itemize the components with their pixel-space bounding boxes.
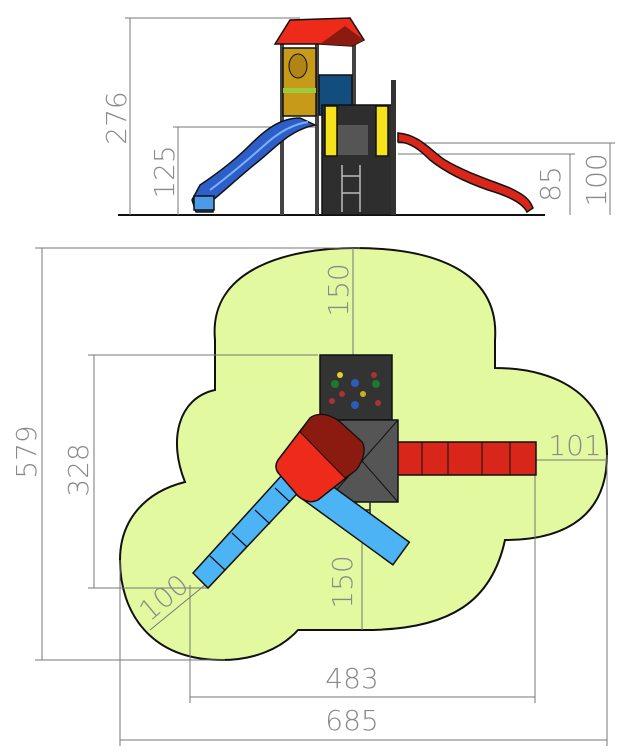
dim-label-328: 328 — [62, 443, 95, 496]
climbing-wall — [319, 354, 393, 421]
dim-483: 483 — [189, 460, 536, 703]
red-slide-plan — [395, 441, 537, 476]
dim-150-top: 150 — [322, 248, 355, 355]
dim-276: 276 — [100, 17, 300, 215]
dim-328: 328 — [62, 354, 318, 589]
dim-579: 579 — [10, 247, 360, 661]
dim-label-685: 685 — [325, 704, 378, 737]
dim-label-579: 579 — [10, 425, 43, 478]
tower — [273, 17, 396, 216]
red-wavy-slide — [397, 132, 534, 214]
dim-125: 125 — [148, 126, 315, 215]
dim-label-483: 483 — [325, 662, 378, 695]
dim-label-125: 125 — [148, 145, 181, 198]
climbing-holds — [329, 372, 381, 409]
dim-label-100: 100 — [580, 153, 613, 206]
dim-label-150-bottom: 150 — [326, 555, 359, 608]
ladder — [341, 165, 361, 212]
plan-view: 579 328 150 150 101 100 483 — [10, 246, 609, 746]
dim-label-276: 276 — [100, 91, 133, 144]
dim-85-100: 85 100 — [398, 142, 615, 215]
side-view: 276 125 85 100 — [100, 17, 615, 216]
dim-label-101: 101 — [548, 429, 601, 462]
dim-685: 685 — [119, 455, 608, 746]
blue-wavy-slide — [191, 117, 318, 213]
dim-label-150-top: 150 — [322, 263, 355, 316]
dim-101: 101 — [535, 429, 607, 462]
dim-label-85: 85 — [534, 166, 567, 202]
face-icon — [288, 53, 308, 79]
